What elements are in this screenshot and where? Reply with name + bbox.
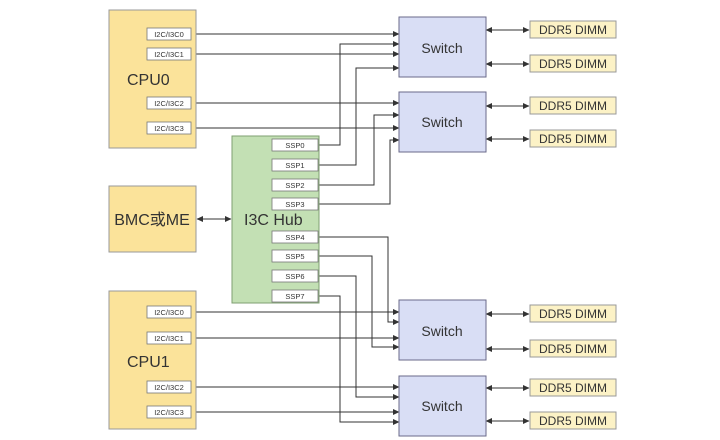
switches: Switch Switch Switch Switch <box>398 16 487 437</box>
hub-port-ssp2 <box>271 178 319 192</box>
hub-port-ssp7 <box>271 289 319 303</box>
hub-port-ssp2-label: SSP2 <box>285 181 304 190</box>
hub-port-ssp4-label: SSP4 <box>285 233 304 242</box>
cpu0-port-1 <box>146 47 192 61</box>
dimm-5-label: DDR5 DIMM <box>539 307 607 321</box>
dimm-6-label: DDR5 DIMM <box>539 342 607 356</box>
bmc-block: BMC或ME <box>108 185 197 253</box>
cpu1-label: CPU1 <box>127 354 170 371</box>
wire-ssp0 <box>319 41 400 146</box>
dimm-6-box <box>529 339 617 358</box>
dimm-8-label: DDR5 DIMM <box>539 414 607 428</box>
cpu0-port-0-label: I2C/I3C0 <box>154 30 184 39</box>
wire-ssp2 <box>319 112 400 186</box>
hub-port-ssp1 <box>271 158 319 172</box>
dimm-7-label: DDR5 DIMM <box>539 381 607 395</box>
hub-port-ssp7-label: SSP7 <box>285 292 304 301</box>
cpu0-port-0 <box>146 27 192 41</box>
wire-ssp1 <box>319 65 400 166</box>
switch-4-box <box>398 375 487 437</box>
bmc-label: BMC或ME <box>114 211 190 229</box>
dimms: DDR5 DIMM DDR5 DIMM DDR5 DIMM DDR5 DIMM … <box>529 20 617 430</box>
dimm-4-box <box>529 129 617 148</box>
switch-1-box <box>398 16 487 78</box>
wire-ssp5 <box>319 255 400 350</box>
dimm-3-label: DDR5 DIMM <box>539 99 607 113</box>
cpu0-label: CPU0 <box>127 72 170 89</box>
hub-port-ssp6-label: SSP6 <box>285 272 304 281</box>
hub-port-ssp5-label: SSP5 <box>285 252 304 261</box>
wire-ssp3 <box>319 137 400 205</box>
dimm-7-box <box>529 378 617 397</box>
hub-port-ssp6 <box>271 269 319 283</box>
hub-port-ssp4 <box>271 230 319 244</box>
cpu1-block: CPU1 I2C/I3C0 I2C/I3C1 I2C/I3C2 I2C/I3C3 <box>108 290 197 430</box>
cpu1-port-3 <box>146 405 192 419</box>
wire-ssp4 <box>319 236 400 325</box>
cpu1-port-2 <box>146 380 192 394</box>
hub-port-ssp3 <box>271 197 319 211</box>
hub-port-ssp0 <box>271 138 319 152</box>
cpu0-block: CPU0 I2C/I3C0 I2C/I3C1 I2C/I3C2 I2C/I3C3 <box>108 9 197 149</box>
wire-ssp7 <box>319 295 400 425</box>
hub-port-ssp3-label: SSP3 <box>285 200 304 209</box>
switch-2-label: Switch <box>421 114 462 130</box>
dimm-3-box <box>529 96 617 115</box>
hub-port-ssp0-label: SSP0 <box>285 141 304 150</box>
cpu1-port-1-label: I2C/I3C1 <box>154 334 184 343</box>
switch-1-label: Switch <box>421 40 462 56</box>
switch-2-box <box>398 91 487 153</box>
bmc-box <box>108 185 197 253</box>
cpu0-port-3-label: I2C/I3C3 <box>154 124 184 133</box>
i3c-hub-label: I3C Hub <box>244 212 303 229</box>
dimm-2-box <box>529 54 617 73</box>
cpu1-port-2-label: I2C/I3C2 <box>154 383 184 392</box>
wire-ssp6 <box>319 275 400 400</box>
cpu1-port-1 <box>146 331 192 345</box>
cpu1-port-3-label: I2C/I3C3 <box>154 408 184 417</box>
cpu0-port-2 <box>146 96 192 110</box>
switch-3-box <box>398 299 487 361</box>
hub-port-ssp5 <box>271 249 319 263</box>
hub-port-ssp1-label: SSP1 <box>285 161 304 170</box>
dimm-8-box <box>529 411 617 430</box>
wires <box>192 27 530 425</box>
cpu0-port-1-label: I2C/I3C1 <box>154 50 184 59</box>
cpu1-port-0-label: I2C/I3C0 <box>154 308 184 317</box>
dimm-1-label: DDR5 DIMM <box>539 23 607 37</box>
switch-3-label: Switch <box>421 323 462 339</box>
i3c-hub-block: I3C Hub SSP0 SSP1 SSP2 SSP3 SSP4 SSP5 SS… <box>231 135 320 304</box>
cpu0-port-2-label: I2C/I3C2 <box>154 99 184 108</box>
dimm-4-label: DDR5 DIMM <box>539 132 607 146</box>
dimm-5-box <box>529 304 617 323</box>
switch-4-label: Switch <box>421 398 462 414</box>
dimm-1-box <box>529 20 617 39</box>
dimm-2-label: DDR5 DIMM <box>539 57 607 71</box>
cpu0-port-3 <box>146 121 192 135</box>
cpu1-port-0 <box>146 305 192 319</box>
